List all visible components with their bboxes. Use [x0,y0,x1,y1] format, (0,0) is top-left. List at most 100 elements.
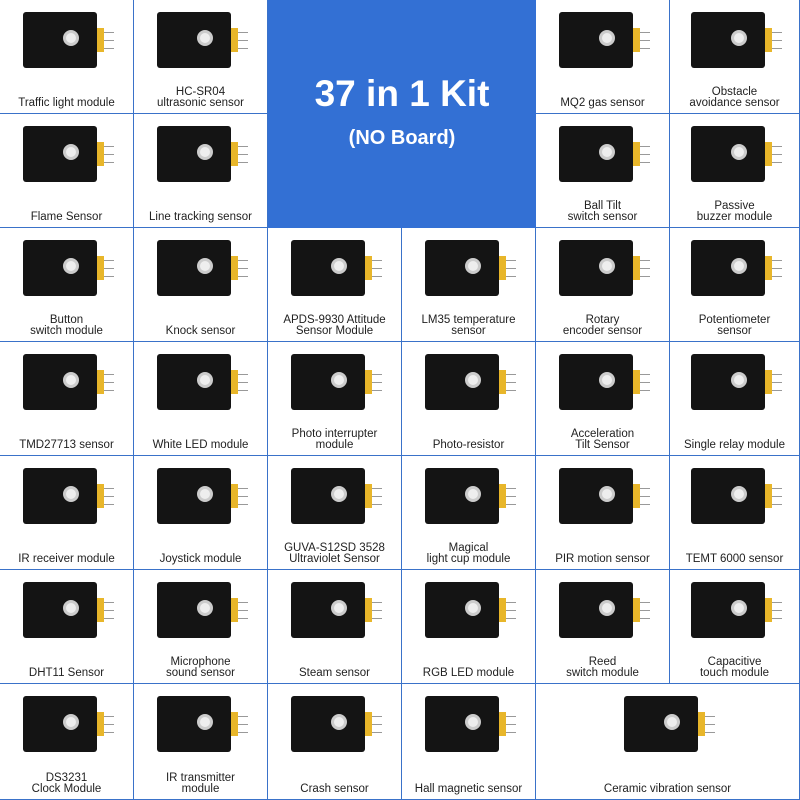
module-cell: Knock sensor [134,228,268,342]
module-cell: Button switch module [0,228,134,342]
module-image [287,692,383,762]
module-cell: Hall magnetic sensor [402,684,536,800]
module-cell: Line tracking sensor [134,114,268,228]
module-image [421,578,517,648]
module-label: Acceleration Tilt Sensor [570,428,635,451]
module-label: Hall magnetic sensor [414,783,523,795]
module-label: LM35 temperature sensor [421,314,516,337]
module-cell: Photo interrupter module [268,342,402,456]
module-cell: Ceramic vibration sensor [536,684,800,800]
module-cell: RGB LED module [402,570,536,684]
module-cell: Steam sensor [268,570,402,684]
module-label: Single relay module [683,439,785,451]
module-image [19,692,115,762]
module-label: Magical light cup module [426,542,511,565]
module-label: Reed switch module [566,656,639,679]
module-label: Obstacle avoidance sensor [689,86,780,109]
kit-title-panel: 37 in 1 Kit (NO Board) [268,0,536,228]
module-image [19,578,115,648]
module-image [687,578,783,648]
module-image [153,578,249,648]
module-label: Potentiometer sensor [698,314,771,337]
module-label: Ball Tilt switch sensor [567,200,638,223]
module-label: Crash sensor [300,783,369,795]
module-image [421,464,517,534]
module-image [287,236,383,306]
module-cell: IR transmitter module [134,684,268,800]
module-image [687,8,783,78]
module-label: Joystick module [159,553,242,565]
module-cell: Photo-resistor [402,342,536,456]
module-cell: TMD27713 sensor [0,342,134,456]
module-image [421,350,517,420]
module-image [421,692,517,762]
module-image [153,236,249,306]
module-cell: APDS-9930 Attitude Sensor Module [268,228,402,342]
module-label: Steam sensor [299,667,370,679]
module-image [555,8,651,78]
module-cell: Obstacle avoidance sensor [670,0,800,114]
module-label: PIR motion sensor [555,553,650,565]
kit-subtitle: (NO Board) [348,126,456,149]
module-image [19,8,115,78]
module-label: APDS-9930 Attitude Sensor Module [283,314,386,337]
kit-title: 37 in 1 Kit [314,72,490,114]
module-image [687,122,783,192]
module-cell: HC-SR04 ultrasonic sensor [134,0,268,114]
module-cell: DS3231 Clock Module [0,684,134,800]
module-cell: LM35 temperature sensor [402,228,536,342]
module-image [287,464,383,534]
module-label: IR receiver module [18,553,115,565]
module-cell: Flame Sensor [0,114,134,228]
module-image [555,236,651,306]
module-cell: Ball Tilt switch sensor [536,114,670,228]
module-label: Passive buzzer module [696,200,773,223]
module-label: MQ2 gas sensor [560,97,645,109]
module-label: DHT11 Sensor [28,667,105,679]
module-cell: Magical light cup module [402,456,536,570]
module-image [555,122,651,192]
module-image [555,464,651,534]
module-cell: Potentiometer sensor [670,228,800,342]
module-image [287,350,383,420]
module-image [153,122,249,192]
module-label: DS3231 Clock Module [31,772,102,795]
module-cell: Single relay module [670,342,800,456]
module-image [19,236,115,306]
module-image [19,464,115,534]
module-image [620,692,716,762]
module-label: Rotary encoder sensor [562,314,643,337]
module-cell: IR receiver module [0,456,134,570]
module-label: Capacitive touch module [699,656,770,679]
module-cell: Crash sensor [268,684,402,800]
module-label: IR transmitter module [165,772,235,795]
module-cell: MQ2 gas sensor [536,0,670,114]
module-label: TEMT 6000 sensor [685,553,784,565]
module-label: Traffic light module [18,97,115,109]
module-image [687,464,783,534]
module-cell: Passive buzzer module [670,114,800,228]
module-image [687,236,783,306]
module-cell: Rotary encoder sensor [536,228,670,342]
module-cell: Microphone sound sensor [134,570,268,684]
module-cell: Traffic light module [0,0,134,114]
module-image [687,350,783,420]
module-cell: White LED module [134,342,268,456]
module-image [19,122,115,192]
module-cell: GUVA-S12SD 3528 Ultraviolet Sensor [268,456,402,570]
module-label: RGB LED module [422,667,515,679]
module-image [153,692,249,762]
module-label: TMD27713 sensor [19,439,114,451]
module-label: Knock sensor [165,325,236,337]
module-image [287,578,383,648]
module-image [153,350,249,420]
module-label: Microphone sound sensor [165,656,236,679]
module-label: Photo interrupter module [291,428,378,451]
module-cell: Acceleration Tilt Sensor [536,342,670,456]
module-image [19,350,115,420]
module-label: GUVA-S12SD 3528 Ultraviolet Sensor [284,542,385,565]
module-image [153,464,249,534]
module-label: Ceramic vibration sensor [603,783,732,795]
module-image [421,236,517,306]
